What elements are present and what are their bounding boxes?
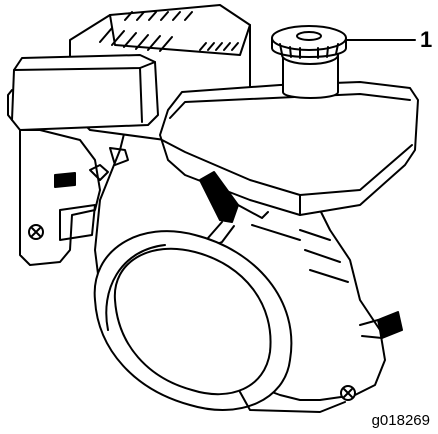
- engine-base: [239, 391, 346, 413]
- oil-drain-plug: [340, 385, 356, 401]
- callout-number: 1: [420, 27, 433, 52]
- fuel-cap: [271, 25, 347, 59]
- air-cleaner: [7, 54, 159, 131]
- choke-lever: [359, 311, 403, 339]
- figure-id: g018269: [371, 412, 430, 429]
- cylinder-fins: [299, 229, 349, 283]
- carburetor-bracket: [19, 129, 129, 266]
- recoil-starter: [93, 230, 293, 411]
